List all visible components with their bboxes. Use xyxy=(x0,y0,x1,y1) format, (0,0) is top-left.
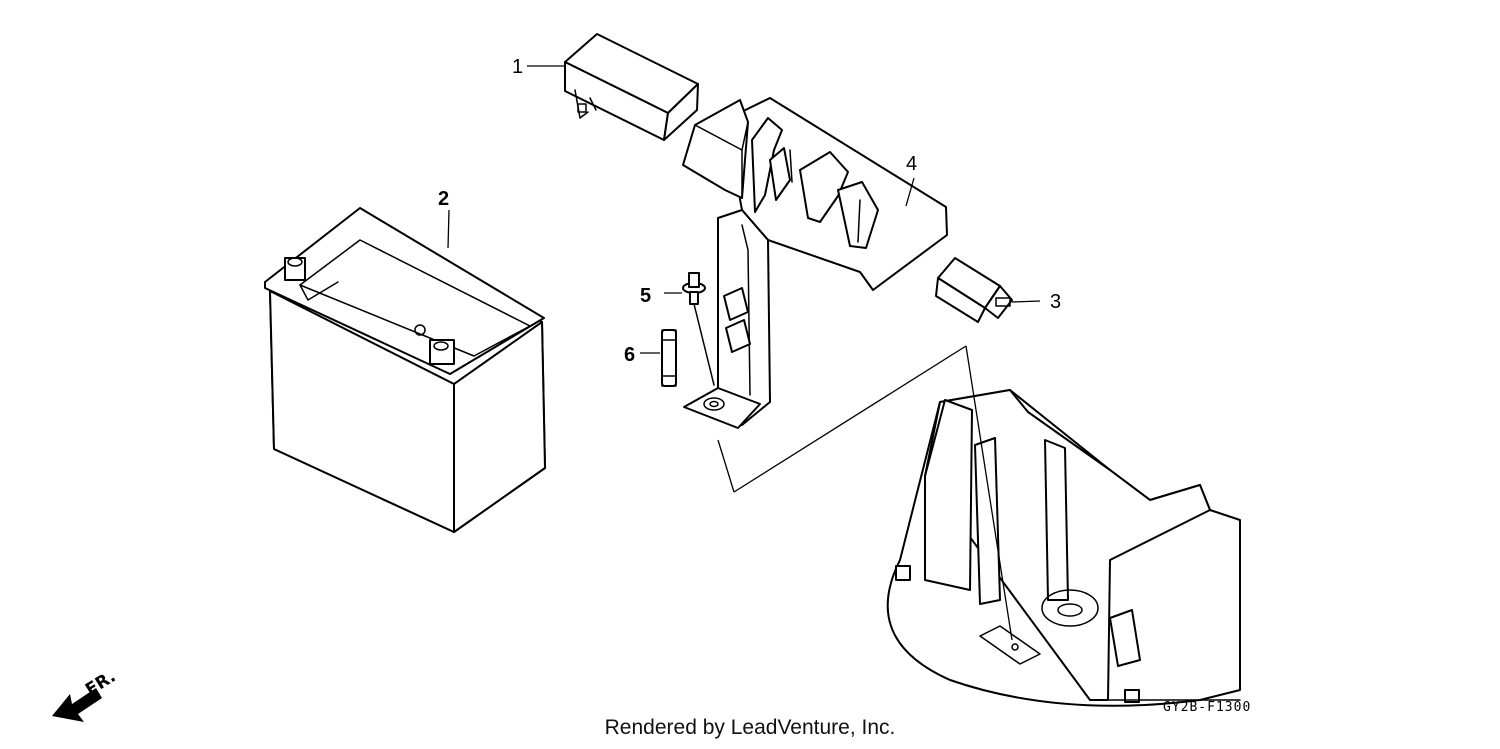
part-2-battery[interactable] xyxy=(264,207,546,533)
assembly-guide-lines xyxy=(717,345,1013,641)
figure-code: GY2B-F1300 xyxy=(1163,700,1251,715)
render-credit: Rendered by LeadVenture, Inc. xyxy=(604,716,896,739)
battery-terminal-positive xyxy=(414,324,455,365)
part-4-battery-bracket[interactable] xyxy=(682,97,948,429)
callout-5: 5 xyxy=(640,285,651,307)
callout-6: 6 xyxy=(624,344,635,366)
battery-tray xyxy=(886,389,1241,707)
part-6-fuse[interactable] xyxy=(640,329,677,387)
front-direction-arrow-icon xyxy=(52,688,102,722)
callout-1: 1 xyxy=(512,56,523,78)
battery-terminal-negative xyxy=(284,257,306,281)
callout-3: 3 xyxy=(1050,291,1061,313)
leader-4 xyxy=(905,177,915,207)
part-1-relay-box[interactable] xyxy=(564,33,699,141)
part-3-relay[interactable] xyxy=(935,257,1041,323)
callout-4: 4 xyxy=(906,153,917,175)
callout-2: 2 xyxy=(438,188,449,210)
part-5-bolt[interactable] xyxy=(664,272,715,386)
